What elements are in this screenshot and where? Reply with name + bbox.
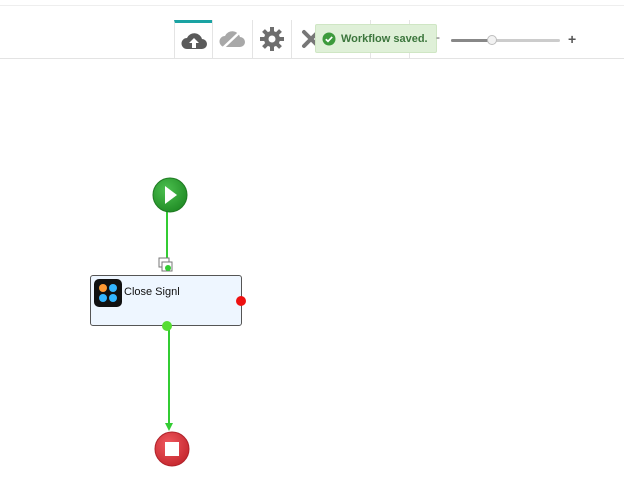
upload-cloud-button[interactable] xyxy=(174,20,212,58)
top-header-strip xyxy=(0,0,624,21)
end-node xyxy=(154,431,190,467)
app-icon xyxy=(94,279,122,307)
zoom-slider[interactable] xyxy=(451,35,560,45)
toast-message: Workflow saved. xyxy=(341,32,428,45)
start-node xyxy=(152,177,188,213)
cloud-disabled-button[interactable] xyxy=(212,20,250,58)
zoom-slider-handle[interactable] xyxy=(487,35,497,45)
cloud-off-icon xyxy=(219,30,245,49)
gear-icon xyxy=(259,27,284,51)
input-port-icon xyxy=(158,257,173,272)
play-icon xyxy=(165,186,177,204)
zoom-out-button[interactable]: - xyxy=(436,30,440,44)
node-label: Close Signl xyxy=(124,286,180,298)
settings-button[interactable] xyxy=(252,20,290,58)
stop-icon xyxy=(165,442,179,456)
header-divider xyxy=(0,5,624,6)
cloud-upload-icon xyxy=(181,32,207,49)
save-toast: Workflow saved. xyxy=(315,24,437,53)
connector-arrowhead xyxy=(165,423,173,431)
check-circle-icon xyxy=(322,32,336,45)
zoom-slider-fill xyxy=(451,39,492,42)
zoom-in-button[interactable]: + xyxy=(568,31,577,47)
workflow-node-close-signl[interactable]: Close Signl xyxy=(90,275,242,326)
